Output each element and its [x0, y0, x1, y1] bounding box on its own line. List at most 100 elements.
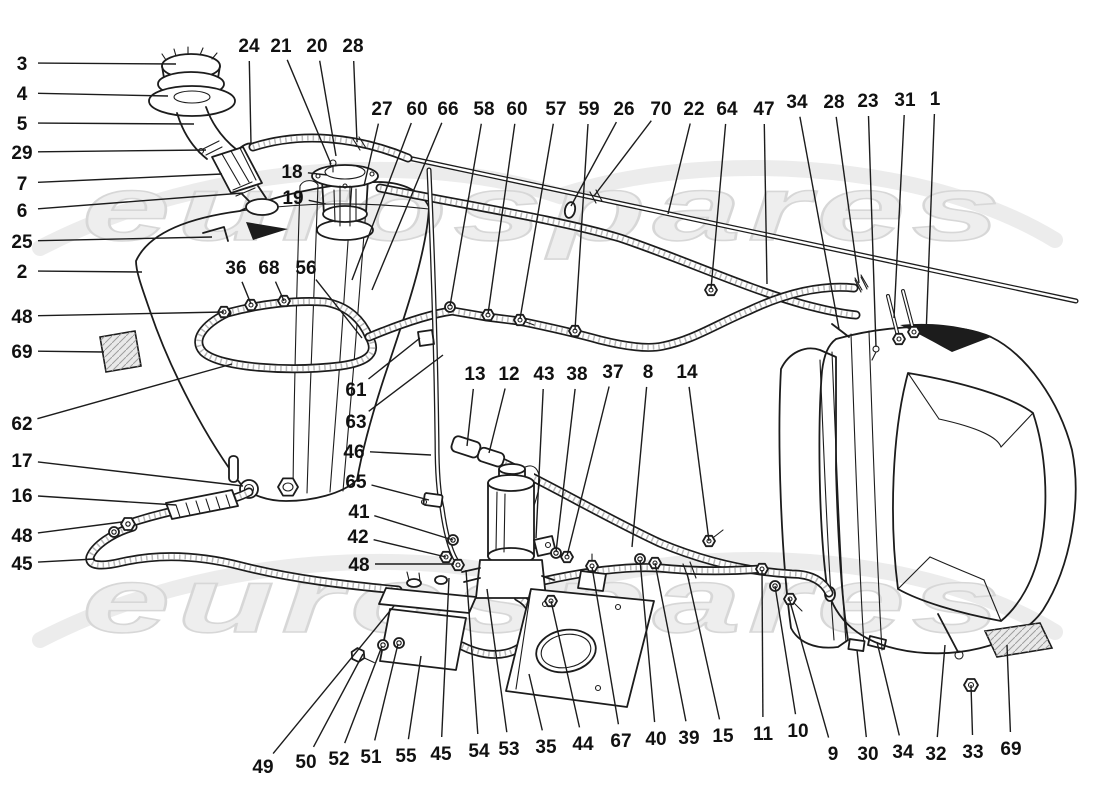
leader-line-12 [488, 388, 506, 454]
part-number-6: 6 [17, 201, 28, 222]
part-number-34: 34 [786, 92, 808, 113]
lower-left-fittings [99, 330, 239, 538]
leader-line-46 [369, 451, 432, 456]
part-number-48: 48 [11, 526, 32, 547]
part-number-20: 20 [306, 36, 327, 57]
hose-clamp-28b [854, 276, 868, 293]
watermark-top: eurospares [32, 157, 1063, 261]
union-48b [120, 517, 136, 531]
leader-line-27 [363, 123, 380, 187]
part-number-51: 51 [360, 747, 382, 768]
part-number-54: 54 [468, 741, 490, 762]
part-number-28: 28 [823, 92, 844, 113]
leader-line-51 [374, 643, 399, 741]
part-number-23: 23 [857, 91, 878, 112]
part-number-1: 1 [930, 89, 941, 110]
leader-line-2 [37, 270, 143, 273]
leader-line-59 [574, 123, 589, 331]
hose-clamp-28a [352, 136, 367, 151]
leader-line-44 [550, 600, 581, 728]
leader-line-37 [566, 386, 610, 557]
heat-shield [778, 347, 849, 649]
part-number-65: 65 [345, 472, 367, 493]
part-number-56: 56 [295, 258, 316, 279]
leader-line-7 [37, 173, 223, 183]
leader-line-34 [799, 116, 840, 330]
part-number-19: 19 [282, 188, 303, 209]
part-number-24: 24 [238, 36, 260, 57]
leader-line-30 [856, 649, 867, 738]
leader-line-41 [374, 515, 454, 541]
part-number-49: 49 [252, 757, 273, 778]
leader-line-55 [407, 655, 422, 740]
part-number-21: 21 [270, 36, 292, 57]
part-number-53: 53 [498, 739, 519, 760]
part-number-52: 52 [328, 749, 349, 770]
bolt-67 [585, 553, 599, 573]
leader-line-48 [37, 521, 123, 534]
part-number-57: 57 [545, 99, 566, 120]
leader-line-35 [528, 673, 543, 731]
part-number-66: 66 [437, 99, 458, 120]
leader-line-33 [970, 684, 974, 736]
part-number-44: 44 [572, 734, 594, 755]
leader-line-14 [688, 386, 710, 542]
hose-clamp-6 [232, 181, 256, 197]
leader-line-9 [788, 597, 830, 738]
leader-line-63 [368, 354, 444, 412]
part-number-26: 26 [613, 99, 634, 120]
washer-52 [377, 639, 389, 651]
part-number-18: 18 [281, 162, 302, 183]
leader-line-13 [466, 388, 474, 447]
part-number-60: 60 [406, 99, 427, 120]
filler-neck [176, 106, 238, 160]
leader-line-43 [535, 388, 544, 539]
filler-flange [148, 85, 236, 117]
leader-line-60 [351, 122, 412, 281]
leader-line-66 [371, 122, 443, 291]
part-number-7: 7 [17, 174, 28, 195]
part-number-62: 62 [11, 414, 32, 435]
t-union [450, 435, 506, 468]
leader-line-5 [37, 122, 195, 125]
part-number-15: 15 [712, 726, 734, 747]
filler-cap-assembly [148, 46, 279, 216]
leader-line-34 [876, 641, 900, 736]
leader-line-24 [248, 60, 252, 145]
part-number-30: 30 [857, 744, 878, 765]
leader-line-36 [241, 281, 252, 305]
hose-clamp-29 [202, 140, 223, 156]
leader-line-11 [761, 569, 764, 718]
leader-line-54 [465, 569, 479, 735]
part-number-34: 34 [892, 742, 914, 763]
part-number-45: 45 [11, 554, 33, 575]
leader-line-38 [555, 388, 576, 553]
leader-line-48 [37, 311, 225, 317]
tank-bracket [202, 226, 229, 242]
part-number-37: 37 [602, 362, 623, 383]
pipe-bracket-61 [417, 329, 435, 347]
leader-line-62 [37, 363, 233, 420]
part-number-45: 45 [430, 744, 452, 765]
fuel-pump [439, 463, 574, 599]
part-number-59: 59 [578, 99, 599, 120]
part-number-28: 28 [342, 36, 363, 57]
leader-line-20 [319, 60, 337, 157]
leader-line-60 [487, 123, 516, 315]
leader-line-17 [37, 461, 244, 487]
leader-line-50 [312, 653, 364, 748]
leader-line-26 [570, 121, 618, 207]
part-number-12: 12 [498, 364, 519, 385]
leader-line-45 [37, 558, 96, 563]
leader-line-49 [272, 605, 395, 755]
leader-line-70 [593, 120, 652, 197]
part-number-42: 42 [347, 527, 368, 548]
part-number-33: 33 [962, 742, 983, 763]
leader-line-31 [893, 114, 905, 319]
leader-line-21 [286, 59, 332, 165]
part-number-63: 63 [345, 412, 366, 433]
leader-line-65 [371, 484, 430, 501]
leader-line-47 [763, 123, 768, 285]
